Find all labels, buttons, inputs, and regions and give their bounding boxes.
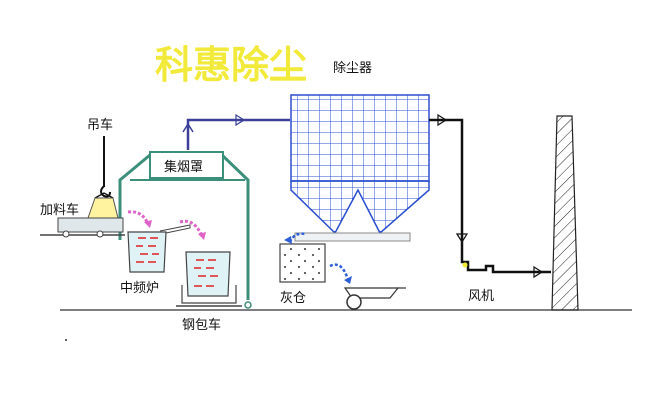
- hood-label: 集烟罩: [164, 159, 203, 175]
- dust-collector: [290, 94, 430, 242]
- flow-arrow-icon: [182, 122, 194, 133]
- ash-cart: [343, 287, 406, 310]
- flow-arrow-icon: [455, 233, 469, 244]
- ladle-car-label: 钢包车: [182, 317, 221, 333]
- furnace: [127, 231, 167, 273]
- flow-arrow-icon: [533, 265, 544, 279]
- flow-arrow-icon: [235, 113, 246, 127]
- ladle: [176, 251, 242, 307]
- feeder-car-label: 加料车: [40, 202, 79, 218]
- inlet-duct: [186, 118, 290, 150]
- feeder-car: [40, 217, 125, 238]
- crane-hook-icon: [100, 185, 111, 198]
- pouring-chute: [159, 224, 191, 234]
- ash-bin-label: 灰仓: [280, 291, 306, 306]
- outlet-duct: [429, 118, 551, 274]
- flow-arrow-icon: [437, 113, 448, 127]
- furnace-label: 中频炉: [120, 281, 159, 296]
- dust-collector-label: 除尘器: [333, 61, 372, 76]
- fan-marker: [462, 262, 468, 268]
- fan-label: 风机: [468, 289, 494, 304]
- chimney: [551, 115, 579, 311]
- ash-bin: [279, 243, 326, 283]
- crane-label: 吊车: [87, 117, 113, 133]
- curved-arrow-icon: [329, 263, 350, 281]
- charging-bucket: [87, 197, 119, 219]
- curved-arrow-icon: [127, 210, 150, 225]
- curved-arrow-icon: [179, 219, 204, 237]
- smoke-hood: [118, 151, 252, 309]
- brand-title: 科惠除尘: [155, 42, 307, 87]
